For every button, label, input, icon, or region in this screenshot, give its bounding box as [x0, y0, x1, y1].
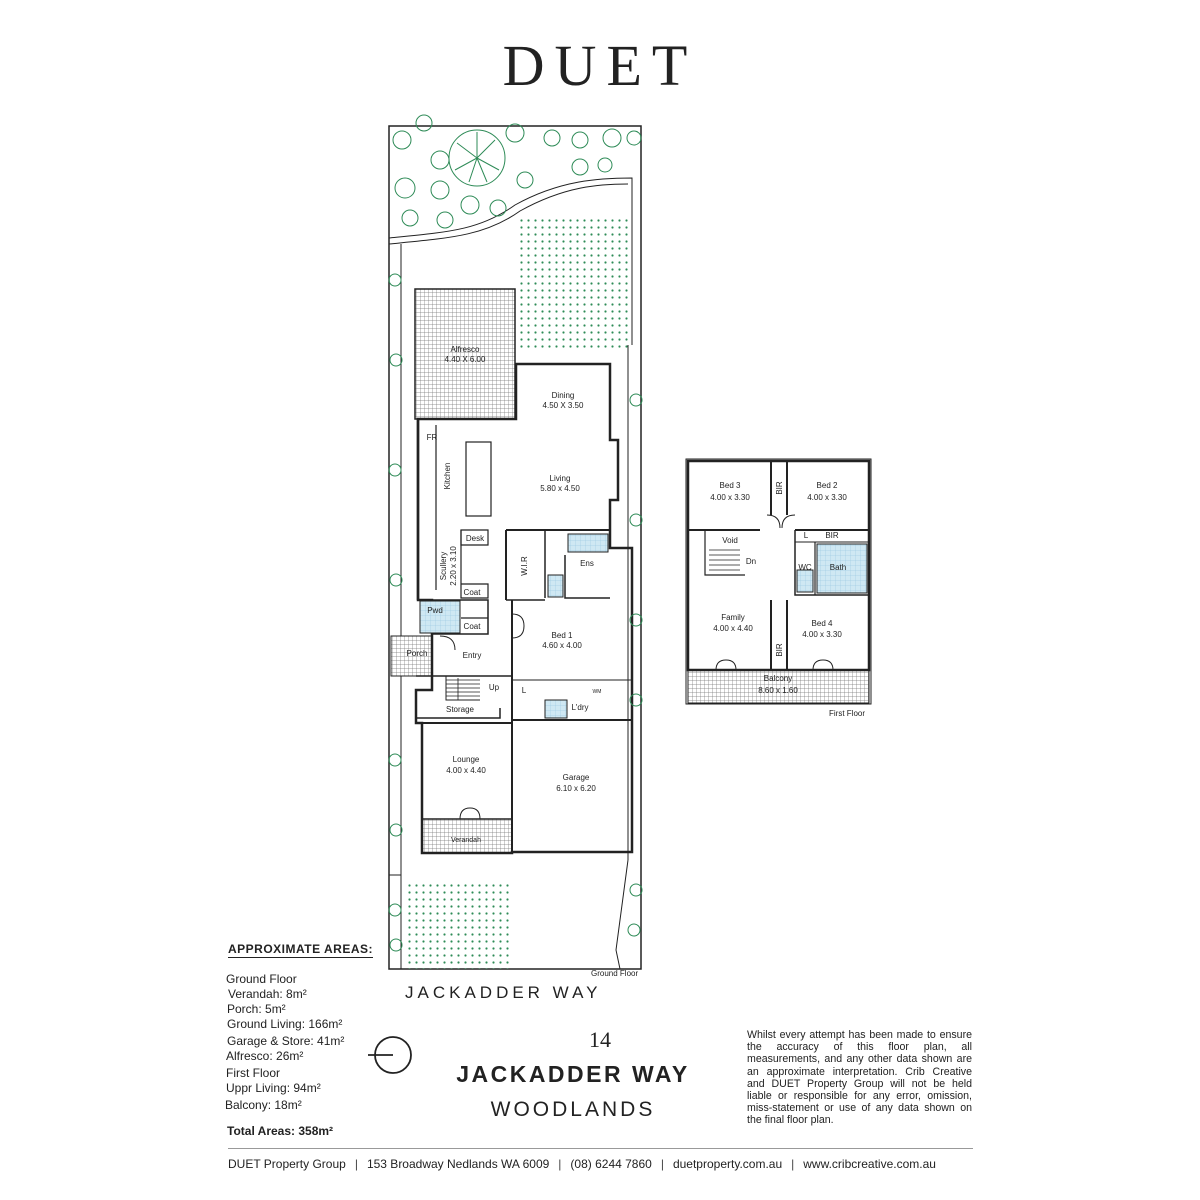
room-verandah: Verandah: [451, 837, 481, 844]
room-desk: Desk: [466, 534, 485, 543]
alfresco-area: [414, 288, 516, 420]
room-dining: Dining: [552, 391, 575, 400]
house-number: 14: [589, 1027, 611, 1052]
room-lounge: Lounge: [453, 755, 480, 764]
room-living: Living: [550, 474, 571, 483]
svg-text:4.00 x 4.40: 4.00 x 4.40: [446, 766, 486, 775]
first-floor-labels: Bed 3 4.00 x 3.30 Bed 2 4.00 x 3.30 BIR …: [710, 481, 865, 718]
area-upper-living: Uppr Living: 94m²: [226, 1081, 321, 1095]
area-alfresco: Alfresco: 26m²: [226, 1049, 304, 1063]
room-bed-2: Bed 2: [817, 481, 838, 490]
first-floor-plan: [685, 458, 872, 705]
svg-text:4.00 x 3.30: 4.00 x 3.30: [802, 630, 842, 639]
room-pwd: Pwd: [427, 606, 443, 615]
area-first-floor: First Floor: [226, 1066, 280, 1080]
footer-phone: (08) 6244 7860: [570, 1157, 652, 1171]
room-linen-upper: L: [804, 531, 809, 540]
lawn-rear: [516, 216, 628, 348]
footer-address: 153 Broadway Nedlands WA 6009: [366, 1157, 550, 1171]
north-compass-icon: [368, 1036, 412, 1074]
footer-separator: |: [558, 1157, 562, 1171]
footer-separator: |: [660, 1157, 664, 1171]
address-suburb: WOODLANDS: [490, 1098, 656, 1121]
svg-text:4.00 x 3.30: 4.00 x 3.30: [807, 493, 847, 502]
room-scullery: Scullery: [439, 552, 448, 580]
footer-separator: |: [354, 1157, 358, 1171]
washing-machine: WM: [593, 689, 602, 695]
footer-company: DUET Property Group: [228, 1157, 346, 1171]
area-ground-floor: Ground Floor: [226, 972, 297, 986]
area-garage-store: Garage & Store: 41m²: [227, 1034, 345, 1048]
room-alfresco: Alfresco: [451, 345, 480, 354]
room-bed-4: Bed 4: [812, 619, 833, 628]
room-fr: FR: [427, 433, 438, 442]
room-bath: Bath: [830, 563, 846, 572]
ground-floor-plan: [388, 125, 740, 970]
room-balcony: Balcony: [764, 674, 792, 683]
room-ens: Ens: [580, 559, 594, 568]
room-laundry: L'dry: [571, 703, 588, 712]
lawn-front: [404, 883, 511, 969]
room-wir: W.I.R: [520, 556, 529, 576]
street-label: JACKADDER WAY: [405, 983, 602, 1002]
room-coat-1: Coat: [464, 588, 482, 597]
lot-boundary: [388, 125, 642, 970]
area-porch: Porch: 5m²: [227, 1002, 286, 1016]
room-bir-3: BIR: [775, 643, 784, 657]
areas-title: APPROXIMATE AREAS:: [228, 942, 374, 958]
footer-website-crib[interactable]: www.cribcreative.com.au: [803, 1157, 936, 1171]
address-street: JACKADDER WAY: [456, 1061, 690, 1087]
area-ground-living: Ground Living: 166m²: [227, 1017, 343, 1031]
room-bed-1: Bed 1: [552, 631, 573, 640]
footer-divider: [228, 1148, 973, 1149]
room-linen: L: [522, 686, 527, 695]
stair-down: Dn: [746, 557, 756, 566]
svg-text:4.50 X 3.50: 4.50 X 3.50: [543, 401, 584, 410]
footer-separator: |: [791, 1157, 795, 1171]
ground-floor-label: Ground Floor: [591, 969, 638, 978]
first-floor-label: First Floor: [829, 709, 865, 718]
room-bir-1: BIR: [775, 481, 784, 495]
room-bed-3: Bed 3: [720, 481, 741, 490]
ground-floor-labels: Alfresco 4.40 X 6.00 Dining 4.50 X 3.50 …: [407, 345, 639, 978]
area-verandah: Verandah: 8m²: [228, 987, 307, 1001]
svg-text:4.60 x 4.00: 4.60 x 4.00: [542, 641, 582, 650]
disclaimer: Whilst every attempt has been made to en…: [747, 1029, 972, 1127]
svg-text:8.60 x 1.60: 8.60 x 1.60: [758, 686, 798, 695]
svg-text:4.00 x 3.30: 4.00 x 3.30: [710, 493, 750, 502]
room-kitchen: Kitchen: [443, 463, 452, 490]
room-coat-2: Coat: [464, 622, 482, 631]
trees: [388, 114, 643, 952]
svg-text:5.80 x 4.50: 5.80 x 4.50: [540, 484, 580, 493]
stair-up: Up: [489, 683, 500, 692]
room-storage: Storage: [446, 705, 475, 714]
svg-text:4.40 X 6.00: 4.40 X 6.00: [445, 355, 486, 364]
room-void: Void: [722, 536, 738, 545]
svg-text:2.20 x 3.10: 2.20 x 3.10: [449, 546, 458, 586]
footer-website-duet[interactable]: duetproperty.com.au: [672, 1157, 783, 1171]
room-garage: Garage: [563, 773, 590, 782]
svg-text:4.00 x 4.40: 4.00 x 4.40: [713, 624, 753, 633]
svg-text:6.10 x 6.20: 6.10 x 6.20: [556, 784, 596, 793]
room-bir-2: BIR: [825, 531, 839, 540]
total-area: Total Areas: 358m²: [227, 1124, 334, 1138]
room-family: Family: [721, 613, 745, 622]
room-wc: WC: [798, 563, 812, 572]
footer: DUET Property Group | 153 Broadway Nedla…: [228, 1157, 973, 1171]
room-entry: Entry: [463, 651, 482, 660]
area-balcony: Balcony: 18m²: [225, 1098, 302, 1112]
room-porch: Porch: [407, 649, 428, 658]
duet-logo: DUET: [502, 33, 698, 98]
